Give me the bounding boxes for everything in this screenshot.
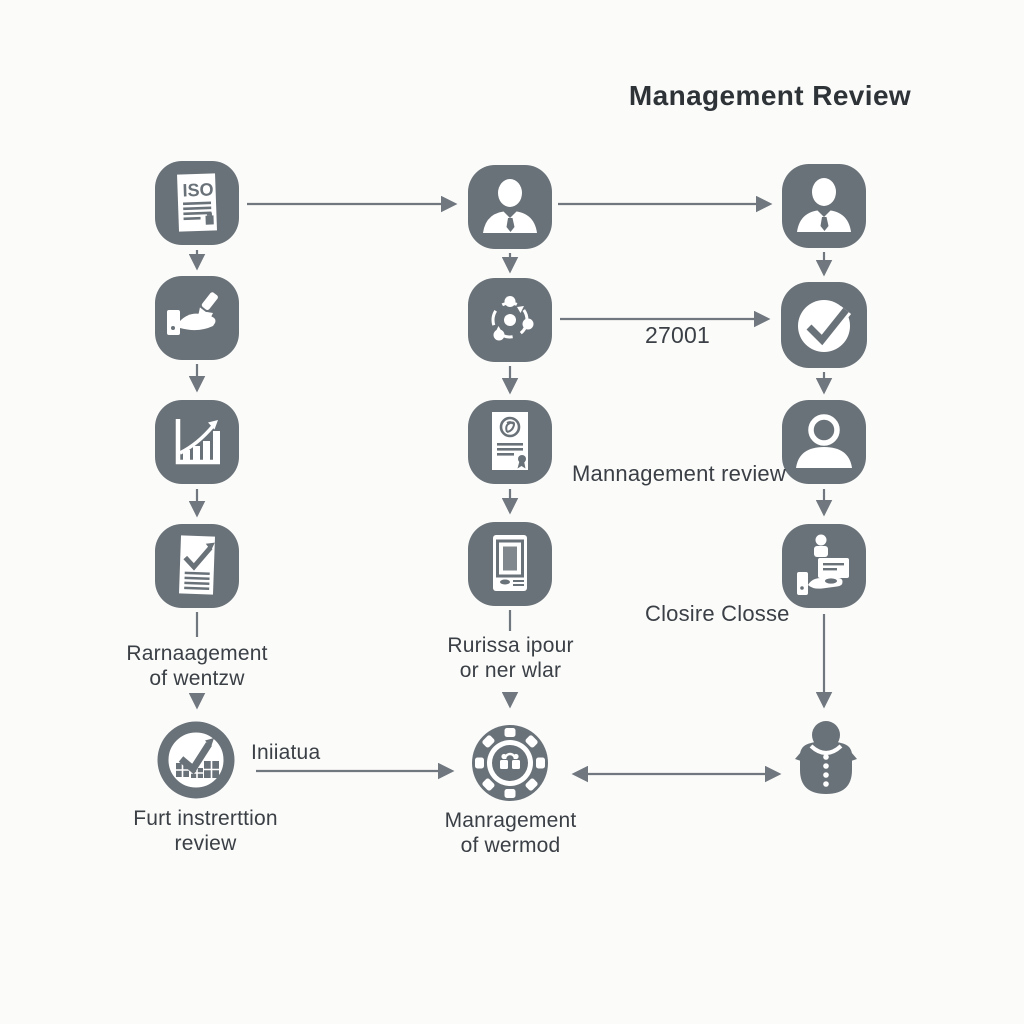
process-cycle-icon	[466, 276, 554, 364]
col2-bottom-label: Manragement of wermod	[444, 809, 577, 858]
page-title: Management Review	[628, 80, 912, 111]
col1-bottom-label: Furt instrerttion review	[133, 807, 278, 856]
arrow-label-27001: 27001	[645, 322, 710, 348]
coat-buttons-icon	[786, 716, 866, 798]
checkmark-icon	[779, 280, 869, 370]
person-icon	[466, 163, 554, 251]
iso-document-icon: ISO	[153, 159, 241, 247]
col2-step-label: Rurissa ipour or ner wlar	[447, 634, 574, 683]
certificate-icon	[466, 398, 554, 486]
audit-check-icon	[151, 715, 241, 805]
hand-message-icon	[780, 522, 868, 610]
user-profile-icon	[780, 398, 868, 486]
checked-report-icon	[153, 522, 241, 610]
tablet-icon	[466, 520, 554, 608]
col1-step-label: Rarnaagement of wentzw	[126, 642, 268, 691]
management-review-mid-label: Mannagement review	[572, 461, 786, 486]
initiate-label: Iniiatua	[251, 741, 321, 764]
hand-pen-icon	[153, 274, 241, 362]
growth-chart-icon	[153, 398, 241, 486]
gear-lock-icon	[462, 715, 558, 811]
person-icon	[780, 162, 868, 250]
closure-label: Closire Closse	[645, 601, 790, 626]
iso-label: ISO	[182, 179, 214, 200]
